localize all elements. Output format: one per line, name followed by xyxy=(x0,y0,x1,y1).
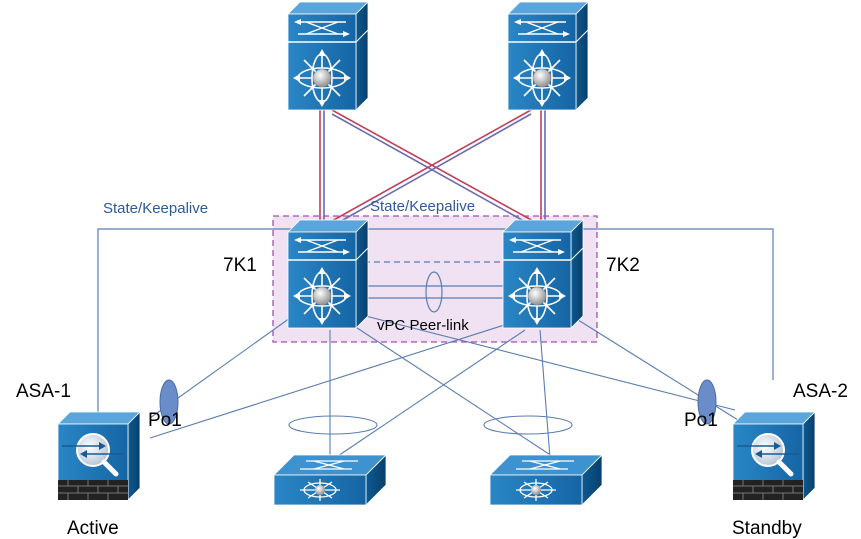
standby-label: Standby xyxy=(732,518,802,539)
keepalive-label-left: State/Keepalive xyxy=(103,200,208,217)
keepalive-label-center: State/Keepalive xyxy=(370,198,475,215)
po1-oval-left xyxy=(159,379,179,425)
keepalive-links xyxy=(97,228,774,412)
distribution-switch-7k2-icon[interactable] xyxy=(502,219,584,329)
etherchannel-left xyxy=(288,415,378,435)
asa-2-label: ASA-2 xyxy=(793,381,848,402)
peer-links xyxy=(364,261,503,313)
access-switch-left-icon[interactable] xyxy=(273,454,387,506)
asa-2-firewall-icon[interactable] xyxy=(733,412,815,500)
asa-1-label: ASA-1 xyxy=(16,381,71,402)
po1-oval-right xyxy=(697,379,717,425)
po1-label-left: Po1 xyxy=(148,410,182,431)
asa-1-firewall-icon[interactable] xyxy=(58,412,140,500)
core-uplinks xyxy=(319,108,546,226)
distribution-switch-7k1-icon[interactable] xyxy=(287,219,369,329)
active-label: Active xyxy=(67,518,119,539)
core-switch-left-icon[interactable] xyxy=(287,1,369,111)
core-switch-right-icon[interactable] xyxy=(507,1,589,111)
access-switch-right-icon[interactable] xyxy=(489,454,603,506)
peer-link-label: vPC Peer-link xyxy=(377,317,469,334)
switch-label-7k1: 7K1 xyxy=(223,255,257,276)
switch-label-7k2: 7K2 xyxy=(606,255,640,276)
po1-label-right: Po1 xyxy=(684,410,718,431)
etherchannel-right xyxy=(483,415,573,435)
